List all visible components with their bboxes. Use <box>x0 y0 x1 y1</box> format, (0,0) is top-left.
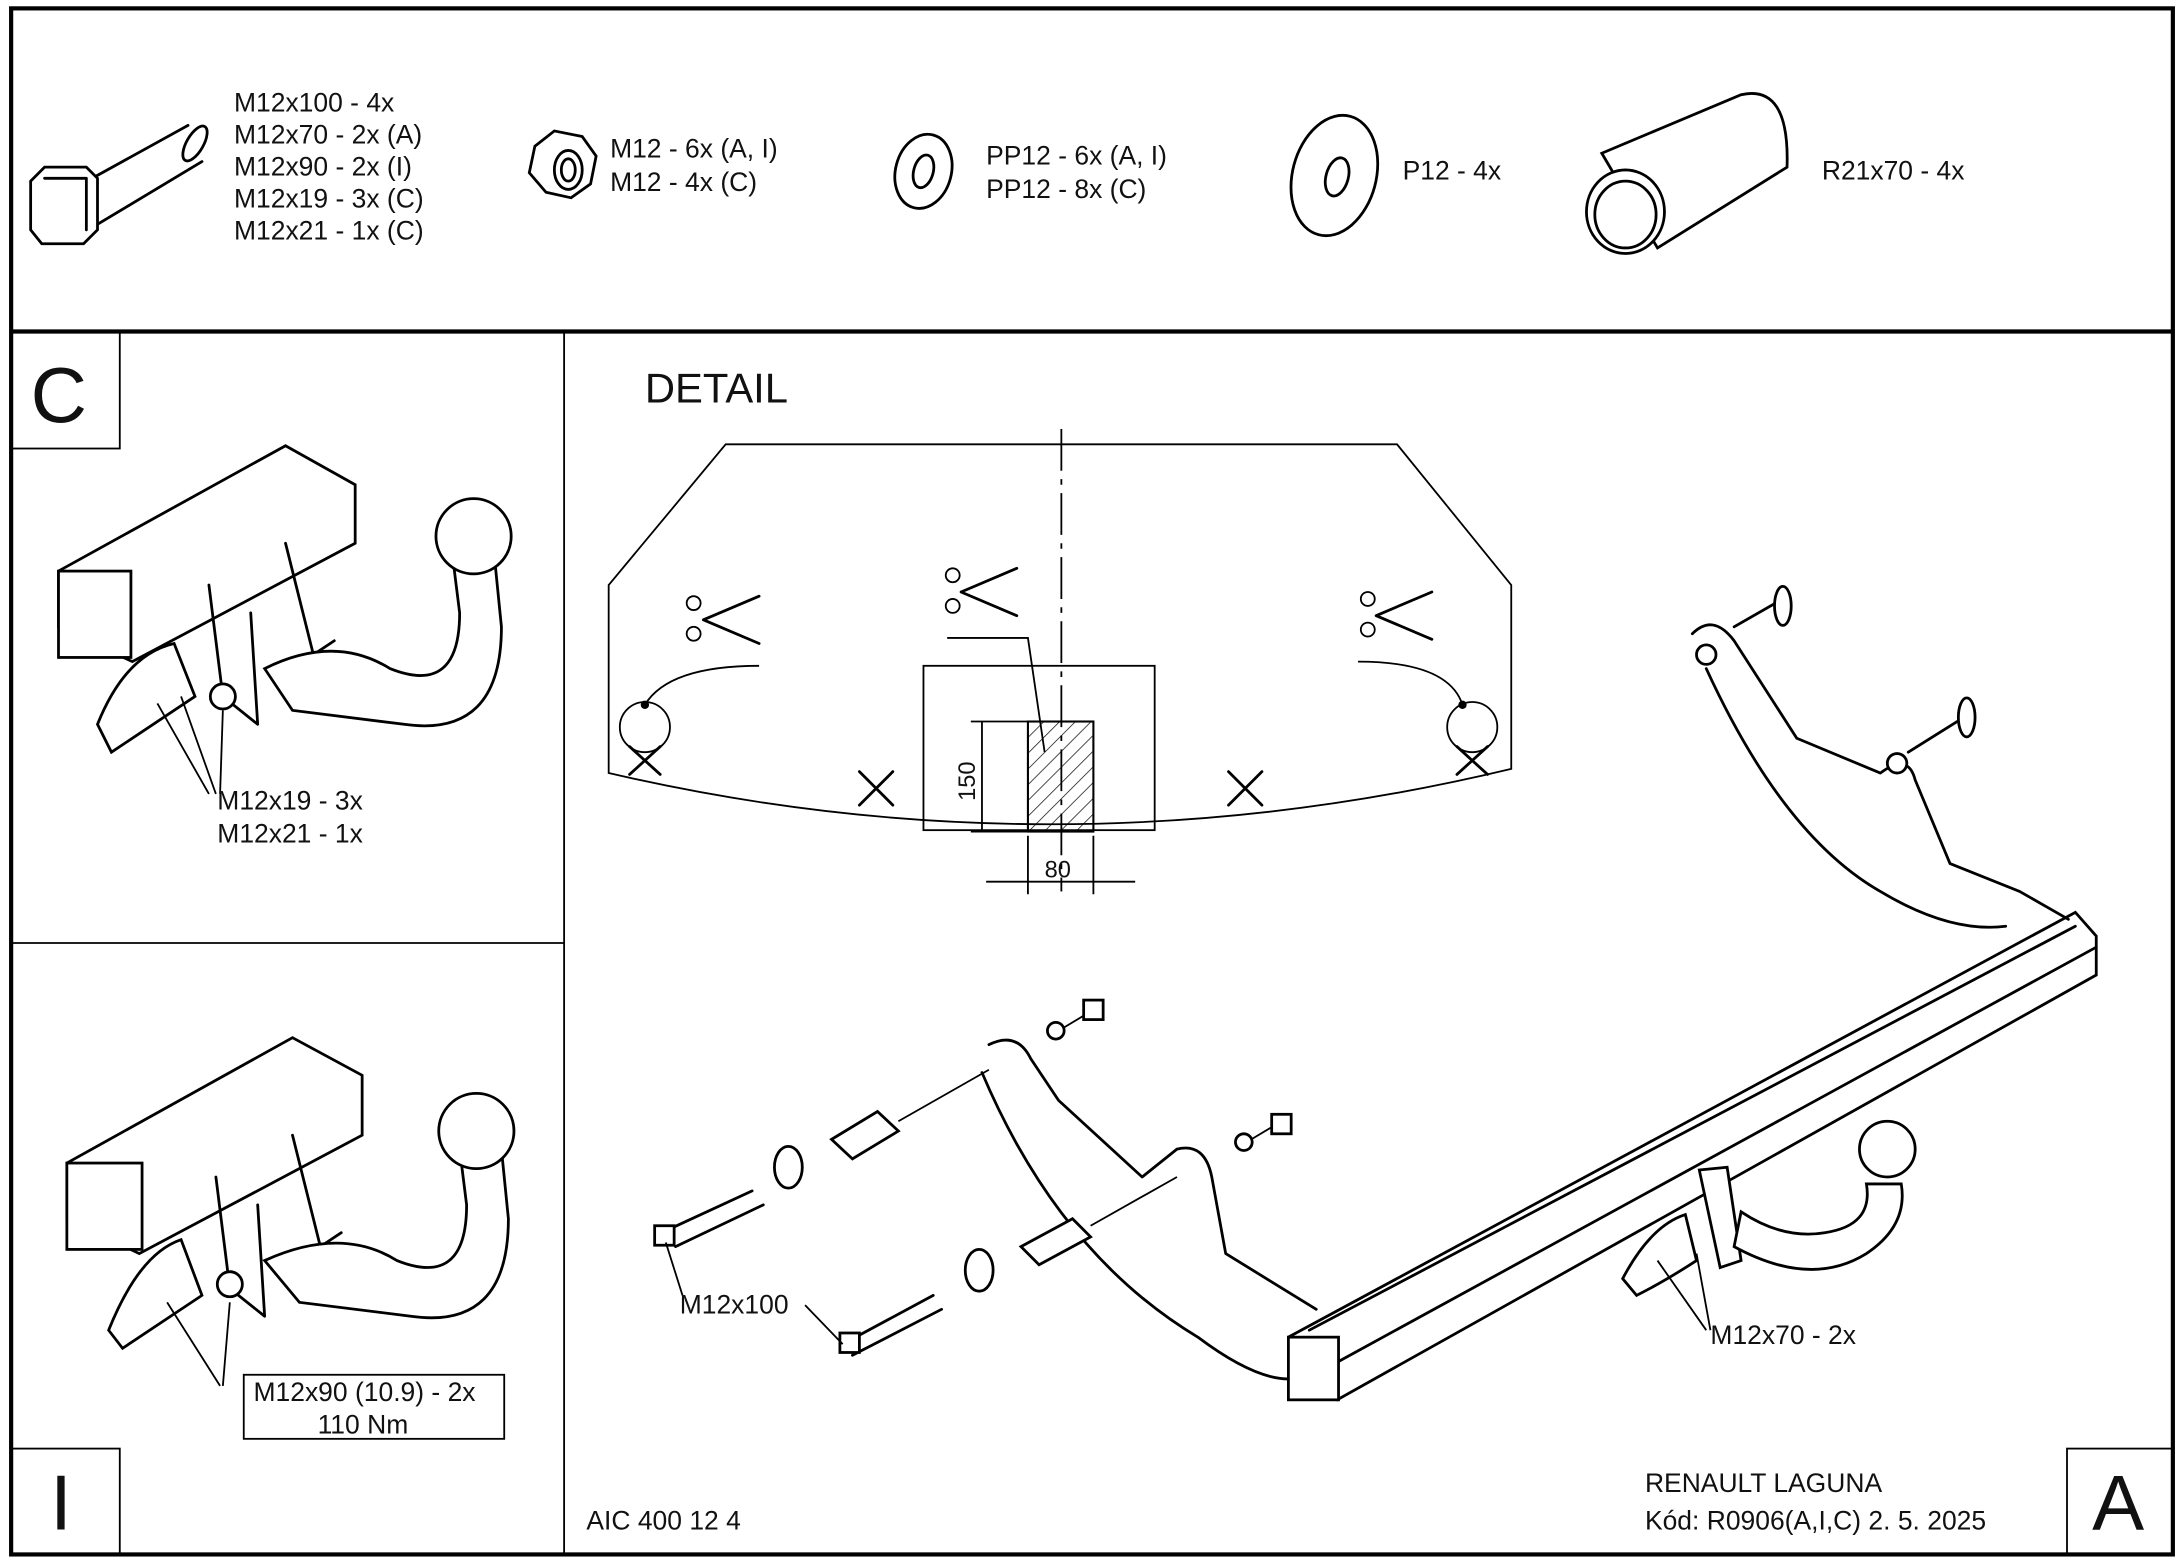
leader-line <box>156 696 224 795</box>
washer-spec: PP12 - 8x (C) <box>986 174 1146 204</box>
torque-label-box <box>242 1373 506 1440</box>
bolt-spec: M12x21 - 1x (C) <box>234 216 424 246</box>
panel-a-label-box <box>2066 1447 2174 1556</box>
large-washer-icon <box>1289 113 1380 238</box>
bumper-outline <box>607 443 1513 826</box>
nut-spec: M12 - 4x (C) <box>610 167 757 197</box>
panel-i-torque: 110 Nm <box>318 1409 409 1439</box>
bolt-label: M12x100 <box>680 1289 789 1319</box>
detail-title: DETAIL <box>645 365 788 412</box>
large-washer-spec: P12 - 4x <box>1403 156 1502 186</box>
code-and-date: Kód: R0906(A,I,C) 2. 5. 2025 <box>1645 1505 1986 1535</box>
washer-icon <box>893 132 954 210</box>
scissors-icon <box>685 594 761 645</box>
panel-a-letter: A <box>2092 1458 2144 1546</box>
nut-icon <box>527 129 598 200</box>
leader-line <box>664 1242 1712 1345</box>
outer-frame <box>9 6 2175 1557</box>
cross-mark-icon <box>1227 770 1264 807</box>
dimension-lines <box>970 720 1136 895</box>
scissors-icon <box>1359 590 1434 641</box>
sleeve-spec: R21x70 - 4x <box>1822 156 1965 186</box>
bolt-spec: M12x19 - 3x (C) <box>234 184 424 214</box>
panel-c-label: M12x21 - 1x <box>217 819 363 849</box>
panel-c-letter: C <box>31 351 87 439</box>
dim-width: 80 <box>1045 858 1071 884</box>
bolt-label: M12x70 - 2x <box>1710 1320 1856 1350</box>
panel-i-label: M12x90 (10.9) - 2x <box>254 1377 476 1407</box>
cut-hole-icon <box>618 700 671 776</box>
panel-i-label-box <box>10 1447 121 1556</box>
bolt-icon <box>29 123 209 246</box>
leader-line <box>644 637 1464 753</box>
bolt-spec: M12x70 - 2x (A) <box>234 119 422 149</box>
nut-spec: M12 - 6x (A, I) <box>610 133 778 163</box>
washer-spec: PP12 - 6x (A, I) <box>986 140 1167 170</box>
scissors-icon <box>944 566 1019 618</box>
cut-hole-icon <box>1446 700 1499 776</box>
dim-height: 150 <box>955 761 981 800</box>
cross-mark-icon <box>858 770 895 807</box>
panel-c-label-box <box>10 330 121 450</box>
vehicle-name: RENAULT LAGUNA <box>1645 1468 1883 1498</box>
panel-c-label: M12x19 - 3x <box>217 785 363 815</box>
panel-i-letter: I <box>50 1458 72 1546</box>
towbar-assembly-illustration <box>653 585 2098 1402</box>
bolt-spec: M12x90 - 2x (I) <box>234 152 412 182</box>
towbar-c-illustration <box>57 444 513 755</box>
product-code: AIC 400 12 4 <box>586 1505 740 1535</box>
leader-line <box>166 1301 231 1387</box>
bolt-spec: M12x100 - 4x <box>234 87 394 117</box>
towbar-i-illustration <box>65 1036 516 1351</box>
hatched-cut-area <box>1026 720 1095 833</box>
sleeve-icon <box>1585 92 1789 255</box>
